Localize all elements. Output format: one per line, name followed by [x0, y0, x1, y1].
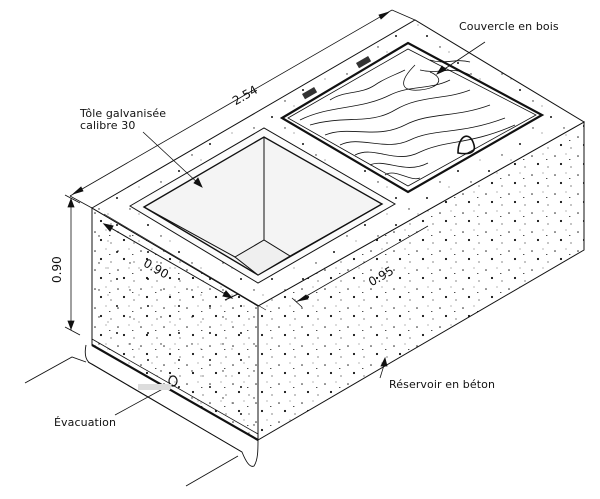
dimension-height-value: 0.90 — [50, 256, 64, 283]
drain-outlet — [138, 375, 178, 390]
label-tank: Réservoir en béton — [389, 378, 496, 391]
galvanized-basin — [129, 127, 396, 284]
ground-lines — [24, 344, 259, 487]
label-basin-line2: calibre 30 — [80, 119, 136, 132]
wooden-lid — [279, 41, 545, 194]
label-lid: Couvercle en bois — [459, 20, 559, 33]
label-basin-line1: Tôle galvanisée — [80, 107, 167, 120]
dimension-height — [64, 194, 81, 336]
label-drain: Évacuation — [54, 416, 117, 429]
dimension-lid-width — [291, 225, 429, 308]
dimension-length — [69, 9, 416, 209]
dimension-basin-width — [102, 223, 239, 301]
tank-front-face — [91, 207, 259, 441]
